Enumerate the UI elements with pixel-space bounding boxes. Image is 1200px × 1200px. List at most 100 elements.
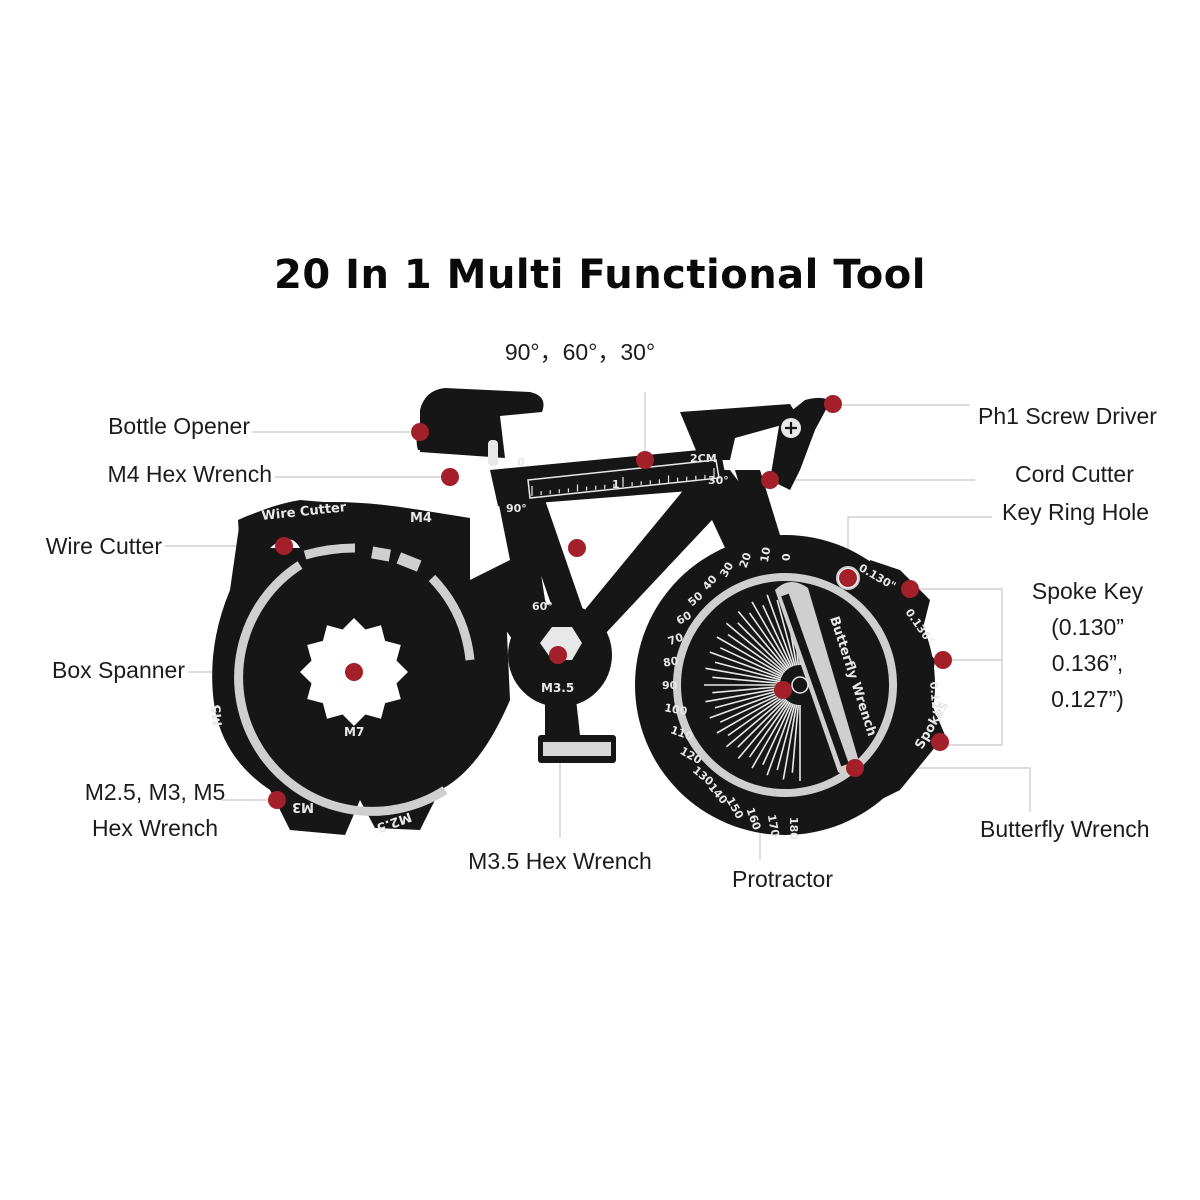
engraved-m4: M4 [410, 511, 432, 526]
rear-ring [234, 561, 448, 816]
marker-frame [568, 539, 586, 557]
marker-m4 [441, 468, 459, 486]
protractor-tick [712, 676, 781, 685]
protractor-tick [766, 703, 794, 776]
protractor-scale-label: 0 [780, 553, 793, 561]
protractor-tick [716, 636, 784, 676]
protractor-scale-label: 180 [787, 817, 800, 840]
ruler-zero: 0 [517, 456, 525, 469]
markers [268, 395, 952, 809]
pedal-arm [545, 690, 580, 735]
label-m4-hex: M4 Hex Wrench [107, 461, 272, 487]
marker-bottle-opener [411, 423, 429, 441]
marker-wire-cutter [275, 537, 293, 555]
deg60: 60° [532, 600, 553, 613]
label-key-ring: Key Ring Hole [1002, 499, 1150, 525]
ruler-one: 1 [612, 478, 620, 491]
protractor-tick [762, 702, 793, 766]
handlebar [420, 388, 544, 458]
label-wire-cutter: Wire Cutter [45, 533, 162, 559]
label-spoke-key-line4: 0.127”) [1051, 686, 1124, 712]
ruler-ticks [531, 468, 715, 496]
protractor-tick [737, 699, 788, 760]
deg30: 30° [708, 474, 729, 487]
protractor-tick [725, 622, 786, 673]
deg90: 90° [506, 502, 527, 515]
fork [735, 470, 800, 605]
protractor-tick [776, 704, 796, 771]
engraved-s127: 0.127" [927, 681, 943, 723]
marker-spoke-2 [934, 651, 952, 669]
protractor-tick [719, 647, 783, 678]
protractor-tick [705, 667, 781, 683]
protractor-tick [712, 685, 781, 694]
protractor-tick [748, 700, 790, 758]
protractor-tick [782, 704, 798, 780]
protractor-tick [716, 694, 784, 734]
bottle-slot [488, 440, 498, 466]
engraved-m3: M3 [292, 799, 314, 814]
label-bottle-opener: Bottle Opener [108, 413, 250, 439]
leader-lines [165, 392, 1031, 860]
label-spoke-key-line1: Spoke Key [1031, 578, 1144, 604]
protractor-tick [791, 704, 800, 773]
label-m-hex-line2: Hex Wrench [91, 815, 219, 841]
label-m-hex: M2.5, M3, M5 Hex Wrench [60, 774, 250, 846]
label-spoke-key: Spoke Key (0.130” 0.136”, 0.127”) [1010, 573, 1165, 717]
protractor-scale-label: 100 [663, 701, 688, 718]
protractor-tick [737, 610, 788, 671]
label-cord-cutter: Cord Cutter [1015, 461, 1134, 487]
protractor-scale-label: 70 [666, 630, 685, 648]
marker-m-hex [268, 791, 286, 809]
protractor-tick [737, 622, 787, 672]
marker-butterfly [846, 759, 864, 777]
engraved-m5: M5 [209, 704, 226, 727]
protractor-tick [737, 698, 787, 748]
ruler-two: 2CM [690, 452, 717, 465]
protractor-tick [762, 604, 793, 668]
protractor-scale-label: 10 [758, 546, 774, 564]
protractor-tick [751, 601, 791, 669]
marker-key-ring [839, 569, 857, 587]
frame [470, 470, 770, 650]
protractor-tick [709, 691, 782, 719]
protractor-scale-label: 170 [765, 813, 782, 838]
label-butterfly: Butterfly Wrench [980, 816, 1150, 842]
marker-ph1 [824, 395, 842, 413]
protractor-tick [705, 687, 781, 703]
label-spoke-key-line3: 0.136”, [1051, 650, 1124, 676]
page-title: 20 In 1 Multi Functional Tool [274, 252, 926, 298]
marker-m35 [549, 646, 567, 664]
protractor-tick [766, 594, 794, 667]
protractor-fan [704, 589, 801, 781]
engraved-m35: M3.5 [541, 681, 574, 695]
protractor-tick [709, 651, 782, 679]
protractor-tick [776, 599, 796, 666]
marker-cord-cutter [761, 471, 779, 489]
protractor-tick [714, 689, 781, 709]
label-box-spanner: Box Spanner [52, 657, 185, 683]
marker-protractor [774, 681, 792, 699]
protractor-tick [751, 701, 791, 769]
label-m-hex-line1: M2.5, M3, M5 [84, 779, 226, 805]
protractor-tick [727, 633, 785, 675]
engraved-m7: M7 [344, 725, 364, 739]
protractor-scale-label: 80 [662, 654, 680, 670]
protractor-tick [719, 692, 783, 723]
label-protractor: Protractor [732, 866, 833, 892]
leader-spoke-key [915, 588, 1003, 746]
label-spoke-key-line2: (0.130” [1051, 614, 1124, 640]
protractor-tick [727, 695, 785, 737]
protractor-scale-label: 90 [662, 679, 678, 692]
protractor-tick [748, 612, 790, 670]
marker-ruler [636, 451, 654, 469]
marker-box-spanner [345, 663, 363, 681]
label-ph1: Ph1 Screw Driver [978, 403, 1157, 429]
label-angles: 90°，60°，30° [504, 339, 656, 365]
protractor-scale-label: 20 [737, 551, 755, 570]
marker-spoke-3 [931, 733, 949, 751]
marker-spoke-1 [901, 580, 919, 598]
protractor-tick [725, 697, 786, 748]
protractor-tick [714, 661, 781, 681]
